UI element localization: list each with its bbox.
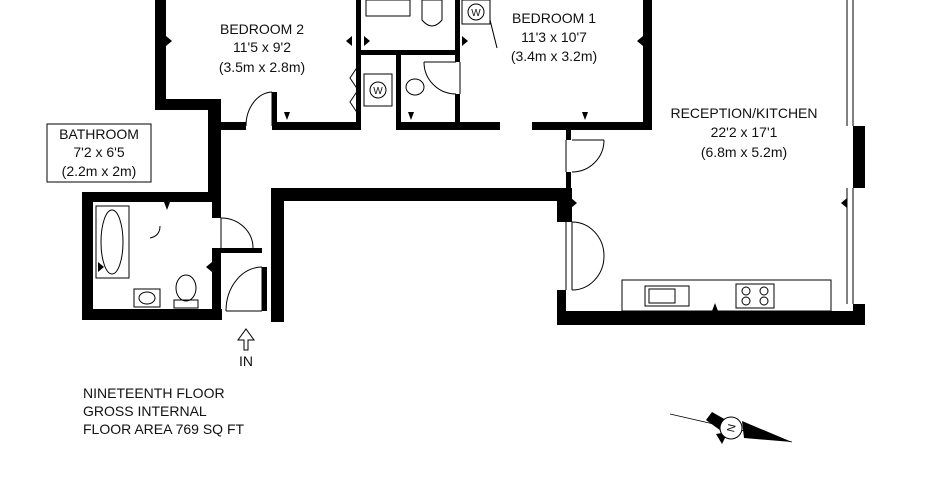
fixtures <box>95 0 832 312</box>
entrance-arrow-icon <box>237 328 255 351</box>
door-reception-double[interactable] <box>571 221 605 291</box>
label-bedroom1: BEDROOM 1 11'3 x 10'7 (3.4m x 3.2m) <box>511 10 597 64</box>
bedroom1-name: BEDROOM 1 <box>512 10 596 26</box>
wall-ensuite-right <box>455 0 460 62</box>
wall-corridor-end <box>557 188 572 222</box>
bathroom-imperial: 7'2 x 6'5 <box>73 144 124 160</box>
door-bathroom[interactable] <box>220 217 254 249</box>
bedroom1-imperial: 11'3 x 10'7 <box>521 29 587 45</box>
wall-ensuite-right-low <box>455 94 460 130</box>
wall-bedroom1-right <box>643 0 652 130</box>
wall-reception-right-pier <box>853 126 865 188</box>
bathroom-toilet-bowl <box>175 274 197 302</box>
wall-bedroom2-step <box>155 99 221 110</box>
washer-symbol-circle <box>369 81 387 99</box>
wall-corridor-top <box>396 122 500 130</box>
door-wardrobe[interactable] <box>349 65 359 115</box>
kitchen-worktop <box>621 279 832 312</box>
wall-bedroom1-bottom <box>532 122 649 130</box>
label-bedroom2: BEDROOM 2 11'5 x 9'2 (3.5m x 2.8m) <box>219 21 305 75</box>
door-ensuite[interactable] <box>423 61 457 95</box>
bathroom-basin <box>133 288 161 308</box>
compass-icon: N <box>669 412 793 444</box>
radiator-markers <box>98 36 847 311</box>
wall-ensuite-bottom <box>356 50 460 55</box>
wall-corridor-left <box>208 99 221 192</box>
reception-imperial: 22'2 x 17'1 <box>711 124 778 140</box>
floor-info-line3: FLOOR AREA 769 SQ FT <box>83 421 245 437</box>
washer-label: W <box>373 86 383 97</box>
wall-bathroom-right-bottom <box>212 248 221 320</box>
windows <box>459 0 854 304</box>
label-reception: RECEPTION/KITCHEN 22'2 x 17'1 (6.8m x 5.… <box>670 105 817 160</box>
entrance-label: IN <box>239 353 253 369</box>
bedroom1-metric: (3.4m x 3.2m) <box>511 48 597 64</box>
wardrobe-washer <box>363 73 393 107</box>
kitchen-hob <box>735 283 775 309</box>
wall-bedroom2-door-jamb <box>272 92 277 130</box>
compass-north-label: N <box>725 423 738 433</box>
door-reception-upper[interactable] <box>571 139 605 173</box>
bathroom-toilet-cistern <box>173 299 199 309</box>
ensuite-toilet-icon <box>421 0 443 27</box>
bedroom1-washer-unit <box>461 0 491 25</box>
door-bedroom2[interactable] <box>245 91 273 127</box>
kitchen-sink <box>644 285 690 307</box>
floor-info-line2: GROSS INTERNAL <box>83 403 207 419</box>
reception-metric: (6.8m x 5.2m) <box>701 144 787 160</box>
wall-bathroom-left <box>82 192 93 320</box>
bathroom-metric: (2.2m x 2m) <box>62 163 137 179</box>
wall-bathroom-top <box>82 192 221 202</box>
wall-bathroom-right-top <box>212 192 221 218</box>
wall-reception-left-top <box>566 130 571 140</box>
wall-bedroom2-bottom-b <box>276 122 358 130</box>
wall-bathroom-bottom <box>82 309 222 320</box>
wall-wardrobe-right <box>396 55 401 130</box>
bedroom2-metric: (3.5m x 2.8m) <box>219 59 305 75</box>
wall-reception-right-base <box>853 304 865 325</box>
walls <box>82 0 865 325</box>
bathtub-inner <box>100 209 124 275</box>
label-bathroom: BATHROOM 7'2 x 6'5 (2.2m x 2m) <box>46 123 152 183</box>
reception-name: RECEPTION/KITCHEN <box>670 105 817 121</box>
washer-symbol-circle-2 <box>467 3 485 21</box>
wall-bedroom1-left <box>455 0 460 20</box>
wall-lobby-cupboard <box>212 248 262 253</box>
wall-cupboard-divider <box>262 267 267 311</box>
door-entrance[interactable] <box>225 266 263 312</box>
wall-bedroom2-left <box>155 0 166 110</box>
wall-reception-left-low <box>557 290 566 325</box>
floor-info: NINETEENTH FLOOR GROSS INTERNAL FLOOR AR… <box>83 385 245 437</box>
washer-label-2: W <box>471 8 481 19</box>
wall-bedroom2-right <box>356 0 361 130</box>
bedroom2-name: BEDROOM 2 <box>220 21 304 37</box>
bathroom-name: BATHROOM <box>59 126 139 142</box>
wall-reception-left-mid <box>566 172 571 194</box>
kitchen-sink-bowl <box>648 288 676 304</box>
bathtub <box>95 205 130 279</box>
wall-reception-bottom <box>557 311 865 325</box>
doors <box>220 19 605 312</box>
door-bedroom1[interactable] <box>489 19 498 49</box>
bedroom2-imperial: 11'5 x 9'2 <box>233 39 291 55</box>
ensuite-shower <box>365 0 411 17</box>
floor-info-line1: NINETEENTH FLOOR <box>83 385 225 401</box>
wall-bedroom2-bottom-a <box>208 122 246 130</box>
wall-corridor-right-top <box>271 188 560 201</box>
ensuite-basin-icon <box>405 78 425 96</box>
entrance-marker: IN <box>237 328 255 369</box>
wall-corridor-right-vert <box>271 188 284 322</box>
